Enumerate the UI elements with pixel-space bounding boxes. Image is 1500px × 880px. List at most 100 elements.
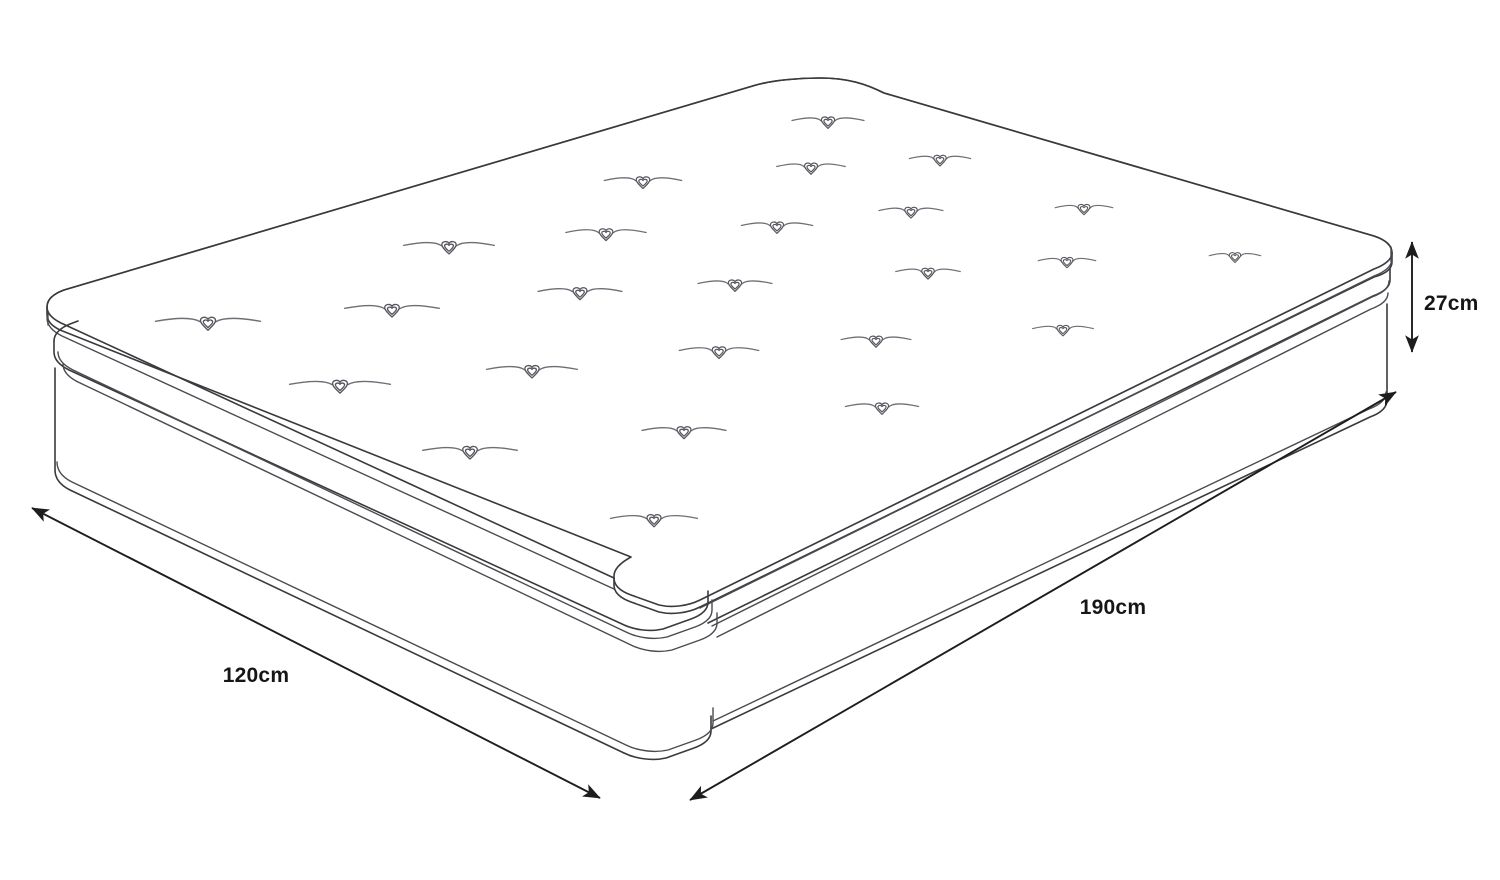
tuft-wing-right [538,365,579,371]
tuft-knot [646,514,662,528]
back-edge-hint [47,246,1392,326]
quilting-tuft [1208,252,1262,264]
mattress-gusset-band [53,267,1391,632]
height-dimension-label: 27cm [1424,292,1479,315]
tuft-wing-left [537,288,574,293]
tuft-knot [524,364,540,379]
quilting-tuft [1054,203,1114,216]
tuft-wing-left [1208,253,1230,257]
quilting-tuft [895,267,961,280]
quilting-tuft [697,279,773,292]
dimension-length-190cm: 190cm [689,391,1397,801]
tuft-knot-inner [334,382,346,392]
mattress-bottom-hem [56,391,1387,753]
quilting-tuft [154,316,262,331]
tuft-knot-inner [923,269,933,278]
tuft-knot [384,303,400,318]
tuft-wing-right [455,241,496,247]
quilting-tuft [537,287,623,301]
tuft-wing-left [485,365,526,371]
tuft-knot [331,379,349,394]
tuft-knot-inner [526,367,538,376]
tuft-wing-right [660,515,699,520]
tuft-knot-inner [823,118,833,127]
tuft-knot-inner [806,164,816,173]
tuft-knot [874,402,890,415]
tuft-wing-left [878,207,906,212]
tuft-wing-left [840,336,870,341]
length-dimension-label: 190cm [1080,596,1146,619]
pillow-top-seam [46,258,1393,609]
tuft-wing-right [1068,325,1094,330]
tuft-wing-left [844,403,876,408]
quilting-tuft [344,303,440,318]
tuft-wing-left [895,268,922,273]
tuft-knot-inner [443,243,455,252]
tuft-knot-inner [772,223,782,232]
tuft-wing-right [882,336,912,341]
width-dimension-arrow [31,507,601,799]
tuft-knot [1060,256,1074,269]
tuft-wing-left [603,177,637,182]
width-dimension-label: 120cm [223,664,289,687]
tuft-knot [1056,324,1070,337]
tuft-knot-inner [871,337,881,346]
gusset-piping-seam [62,292,1389,653]
quilting-tuft [565,228,647,242]
quilting-tuft [740,221,814,234]
tuft-knot-inner [575,289,585,298]
tuft-wing-left [288,380,333,386]
quilting-tuft [678,346,760,360]
mattress-body-sides [54,303,1388,761]
dimension-height-27cm: 27cm [1405,241,1479,353]
tuft-wing-left [422,446,463,452]
tuft-wing-left [678,347,713,352]
tuft-wing-right [649,177,683,182]
quilting-tuft-group [154,116,1262,528]
tuft-knot [1228,252,1242,264]
tuft-knot [933,154,947,167]
tuft-wing-left [697,280,729,285]
tuft-knot-inner [1062,259,1072,267]
tuft-knot [598,228,614,242]
quilting-tuft [603,176,683,190]
quilting-tuft [791,116,865,129]
tuft-wing-left [154,317,201,323]
tuft-wing-right [725,347,760,352]
quilting-tuft [908,154,972,167]
tuft-wing-right [934,268,961,273]
tuft-wing-right [586,288,623,293]
tuft-wing-left [1054,204,1079,209]
tuft-knot-inner [601,230,611,239]
tuft-knot-inner [1230,254,1240,261]
tuft-wing-right [817,163,846,168]
tuft-wing-right [783,222,814,227]
tuft-knot [727,279,743,292]
tuft-knot-inner [464,448,476,458]
tuft-wing-right [477,446,518,452]
tuft-wing-left [740,222,771,227]
quilting-tuft [402,240,496,255]
quilting-tuft [641,426,727,440]
tuft-knot [921,267,935,280]
top-face-panel [46,77,1393,608]
tuft-wing-left [565,229,600,234]
tuft-wing-left [1032,325,1058,330]
tuft-knot [1077,203,1091,216]
tuft-knot-inner [649,516,659,525]
tuft-knot [820,116,836,129]
quilting-tuft [776,162,846,175]
tuft-knot [199,316,217,331]
tuft-knot [441,240,457,255]
tuft-wing-left [776,163,805,168]
tuft-knot [462,445,478,460]
tuft-wing-right [1089,204,1114,209]
quilting-tuft [288,379,392,394]
tuft-knot-inner [679,428,689,437]
tuft-wing-left [641,427,678,432]
tuft-wing-left [402,241,443,247]
tuft-wing-right [690,427,727,432]
tuft-wing-left [609,515,648,520]
